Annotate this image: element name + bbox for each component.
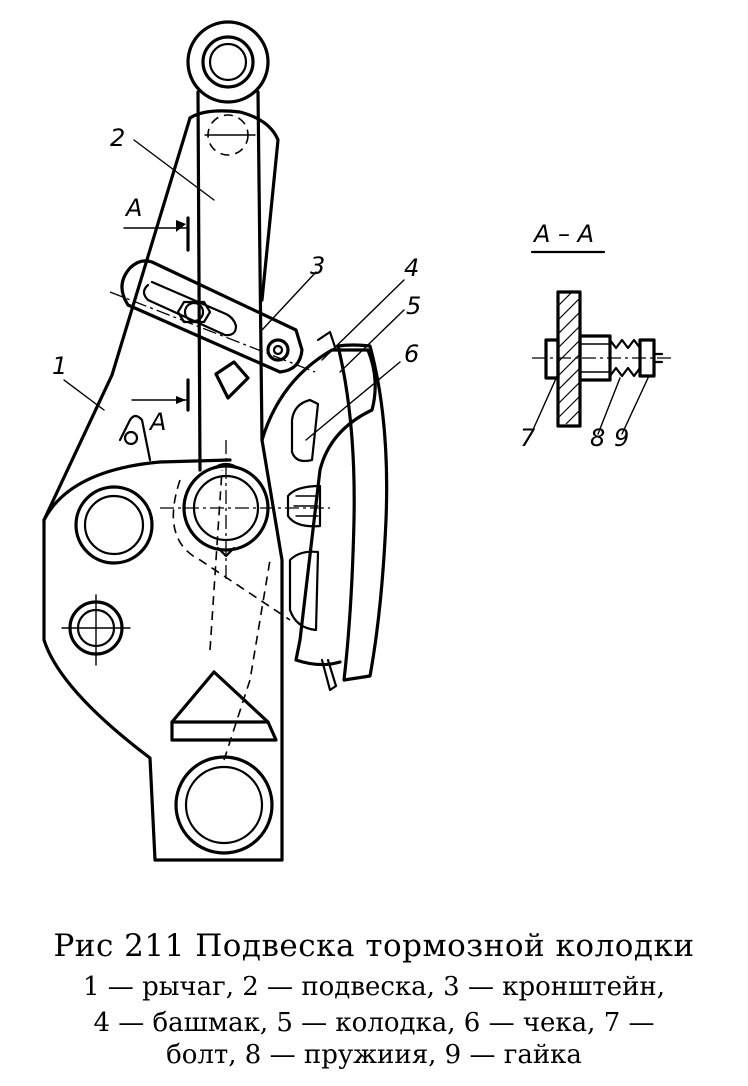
figure-caption-line-2: 4 — башмак, 5 — колодка, 6 — чека, 7 — [93,1008,655,1038]
shoe-head-part-4 [260,330,377,692]
figure-caption-title: Рис 211 Подвеска тормозной колодки [53,928,695,964]
bracket-part-3 [109,259,316,400]
section-cut-line [123,216,190,412]
figure-caption-line-1: 1 — рычаг, 2 — подвеска, 3 — кронштейн, [83,972,665,1002]
central-pin [160,440,330,580]
brake-block-part-5 [336,343,389,682]
section-title: А – А [532,220,594,248]
label-2: 2 [110,124,125,152]
label-6: 6 [404,340,419,368]
cut-marker-top: А [124,194,142,222]
hanger-part-2 [186,20,270,472]
label-5: 5 [406,292,421,320]
label-9: 9 [614,424,629,452]
label-1: 1 [52,352,67,380]
label-3: 3 [310,252,325,280]
leader-lines [63,139,405,441]
cut-marker-bottom: А [148,408,166,436]
brake-shoe-suspension-drawing: 2 1 3 4 5 6 А А А – А [42,20,674,862]
lever-part-1 [42,109,291,862]
figure-caption-line-3: болт, 8 — пружиия, 9 — гайка [166,1040,582,1070]
section-a-a: А – А 7 8 9 [520,220,674,452]
label-7: 7 [520,424,536,452]
label-4: 4 [404,254,419,282]
label-8: 8 [590,424,605,452]
part-labels: 2 1 3 4 5 6 А А [52,124,421,436]
